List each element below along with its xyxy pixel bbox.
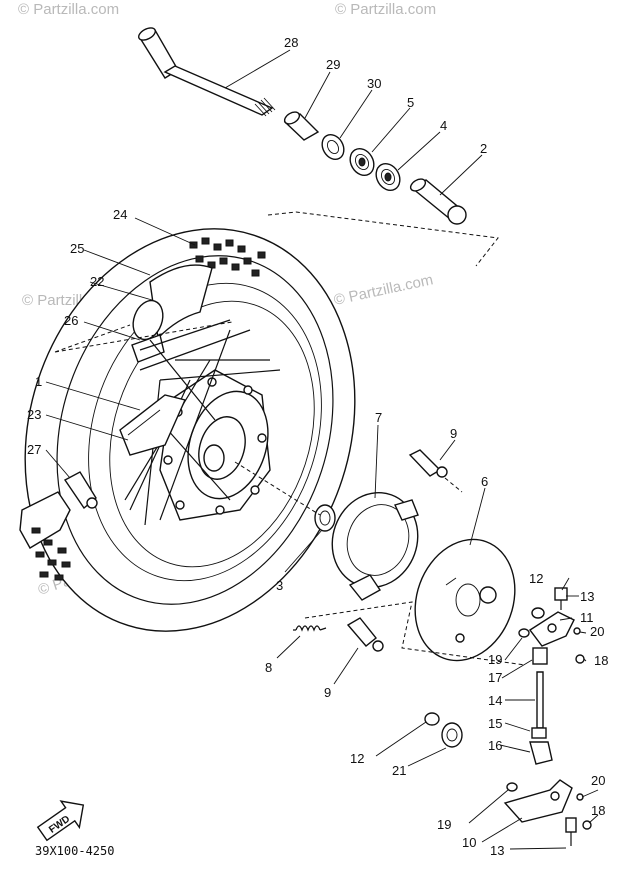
spring (293, 625, 327, 632)
clip-18a (575, 654, 585, 664)
inner-tube (131, 264, 213, 363)
callout-1: 1 (35, 374, 42, 389)
rod-14 (536, 671, 544, 729)
callout-18-top: 18 (594, 653, 608, 668)
forward-arrow: FWD (36, 800, 85, 842)
seal-21 (441, 722, 463, 748)
callout-15: 15 (488, 716, 502, 731)
connector-lower (304, 601, 526, 666)
lever-10 (503, 779, 573, 823)
callout-10: 10 (462, 835, 476, 850)
callout-9-top: 9 (450, 426, 457, 441)
callout-13-top: 13 (580, 589, 594, 604)
connector-bearing (234, 461, 321, 516)
leader-lines (45, 49, 599, 850)
drawing-code: 39X100-4250 (35, 844, 114, 858)
callout-30: 30 (367, 76, 381, 91)
callout-23: 23 (27, 407, 41, 422)
joint-17 (532, 647, 548, 665)
callout-19-bottom: 19 (437, 817, 451, 832)
collar (283, 111, 320, 141)
callout-8: 8 (265, 660, 272, 675)
connector-tube (54, 321, 233, 353)
bearing-5 (349, 147, 375, 177)
connector-9a (444, 477, 463, 493)
tread-pattern-top (189, 237, 266, 277)
callout-2: 2 (480, 141, 487, 156)
watermark-top-right: © Partzilla.com (335, 1, 436, 18)
callout-24: 24 (113, 207, 127, 222)
brake-panel (414, 538, 516, 662)
brake-cam-9b (346, 617, 384, 652)
bolt-13a (554, 587, 568, 610)
callout-12-top: 12 (529, 571, 543, 586)
washer-19a (518, 628, 530, 638)
callout-6: 6 (481, 474, 488, 489)
oil-seal (321, 133, 345, 161)
brake-cam-9a (408, 449, 448, 478)
bearing-4 (375, 162, 401, 192)
callout-14: 14 (488, 693, 502, 708)
callout-3: 3 (276, 578, 283, 593)
axle (138, 27, 276, 117)
alignment-line-top (267, 211, 499, 267)
pin-20a (573, 627, 581, 635)
rim-plate (119, 394, 186, 456)
callout-13-bottom: 13 (490, 843, 504, 858)
washer-12b (424, 712, 440, 726)
callout-19-top: 19 (488, 652, 502, 667)
callout-16: 16 (488, 738, 502, 753)
callout-21: 21 (392, 763, 406, 778)
callout-18-bottom: 18 (591, 803, 605, 818)
spacer (409, 178, 467, 225)
callout-9-bottom: 9 (324, 685, 331, 700)
callout-27: 27 (27, 442, 41, 457)
callout-11: 11 (580, 610, 594, 625)
tread-pattern-left (19, 491, 71, 581)
bearing-3 (314, 504, 336, 532)
callout-25: 25 (70, 241, 84, 256)
callout-22: 22 (90, 274, 104, 289)
nut-15 (531, 727, 547, 739)
callout-26: 26 (64, 313, 78, 328)
cam-lever-11 (528, 611, 575, 647)
callout-20-top: 20 (590, 624, 604, 639)
joint-16 (529, 741, 553, 765)
callout-29: 29 (326, 57, 340, 72)
callout-20-bottom: 20 (591, 773, 605, 788)
watermark-top-left: © Partzilla.com (18, 1, 119, 18)
watermark-right: © Partzilla.com (332, 271, 434, 309)
bolt-13b (565, 817, 577, 846)
callout-7: 7 (375, 410, 382, 425)
brake-shoe (331, 491, 419, 601)
washer-19b (506, 782, 518, 792)
callout-28: 28 (284, 35, 298, 50)
callout-5: 5 (407, 95, 414, 110)
callout-17: 17 (488, 670, 502, 685)
callout-labels: 28 29 30 5 4 2 24 25 22 26 1 23 27 7 9 6… (27, 35, 608, 858)
valve-stem (63, 471, 98, 510)
callout-4: 4 (440, 118, 447, 133)
callout-12-bottom: 12 (350, 751, 364, 766)
hub (159, 369, 271, 521)
washer-12a (531, 607, 545, 619)
